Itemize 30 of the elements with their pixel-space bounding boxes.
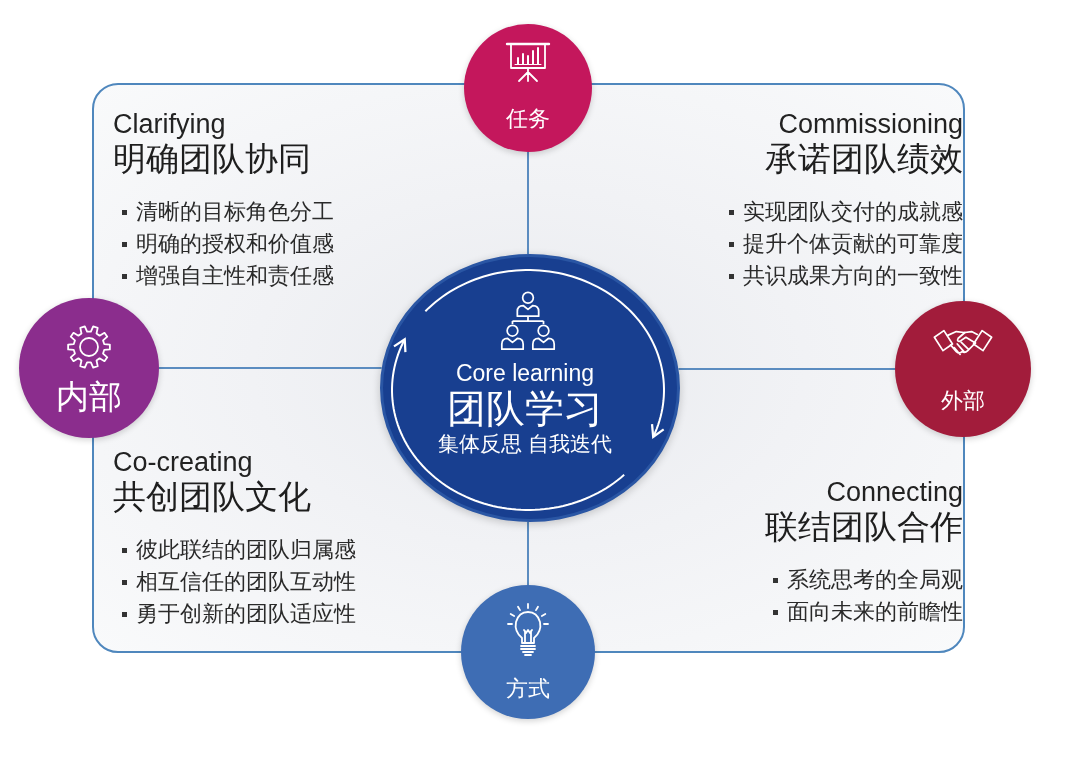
bullet-text: 勇于创新的团队适应性 [136, 600, 356, 628]
connector-line [677, 368, 896, 370]
section-title: Connecting [826, 476, 963, 508]
section-heading: 承诺团队绩效 [765, 140, 963, 178]
connector-line [527, 521, 529, 586]
section-title: Commissioning [778, 108, 963, 140]
circle-label: 内部 [55, 376, 123, 417]
connector-line [158, 367, 383, 369]
bullet-text: 提升个体贡献的可靠度 [743, 230, 963, 258]
bullet-text: 相互信任的团队互动性 [136, 568, 356, 596]
circle-label: 外部 [940, 386, 986, 415]
section-heading: 明确团队协同 [113, 140, 311, 178]
connector-line [527, 151, 529, 255]
section-heading: 共创团队文化 [113, 478, 311, 516]
bullet-text: 彼此联结的团队归属感 [136, 536, 356, 564]
section-title: Clarifying [113, 108, 226, 140]
core-subtitle: 集体反思 自我迭代 [437, 430, 613, 456]
bullet-text: 明确的授权和价值感 [136, 230, 334, 258]
circle-label: 方式 [505, 674, 551, 703]
bullet-text: 清晰的目标角色分工 [136, 198, 334, 226]
core-title: Core learning [454, 359, 596, 387]
core-heading: 团队学习 [446, 386, 604, 432]
bullet-text: 共识成果方向的一致性 [743, 262, 963, 290]
section-title: Co-creating [113, 446, 253, 478]
section-heading: 联结团队合作 [765, 508, 963, 546]
bullet-text: 面向未来的前瞻性 [787, 598, 963, 626]
circle-label: 任务 [505, 104, 551, 133]
bullet-text: 增强自主性和责任感 [136, 262, 334, 290]
bullet-text: 实现团队交付的成就感 [743, 198, 963, 226]
bullet-text: 系统思考的全局观 [787, 566, 963, 594]
